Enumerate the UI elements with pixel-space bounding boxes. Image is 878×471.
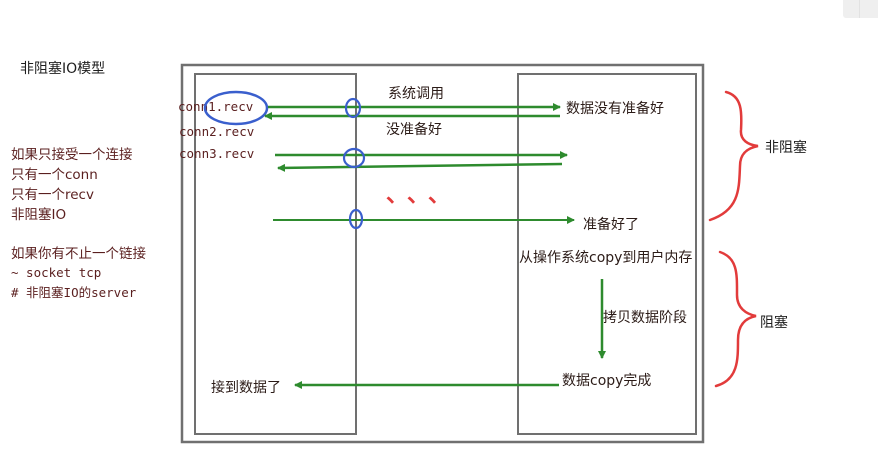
not-ready-right-label: 数据没有准备好 <box>566 100 664 117</box>
corner-widget <box>843 0 878 18</box>
not-ready-left-label: 没准备好 <box>386 121 442 138</box>
note-line-7: # 非阻塞IO的server <box>11 285 137 300</box>
syscall-marker-1 <box>344 97 362 119</box>
kernel-box <box>517 73 697 435</box>
non-blocking-label: 非阻塞 <box>765 139 807 156</box>
conn1-highlight <box>203 90 269 126</box>
note-line-4: 非阻塞IO <box>11 206 66 223</box>
outer-frame <box>180 63 705 444</box>
page-title: 非阻塞IO模型 <box>20 60 105 77</box>
not-ready-arrow-2 <box>277 162 563 172</box>
syscall-label: 系统调用 <box>388 86 444 102</box>
non-blocking-brace <box>708 90 759 222</box>
copy-done-label: 数据copy完成 <box>562 373 651 389</box>
note-line-2: 只有一个conn <box>11 167 98 183</box>
note-line-5: 如果你有不止一个链接 <box>11 245 146 262</box>
blocking-brace <box>714 250 757 388</box>
note-line-6: ~ socket tcp <box>11 265 101 280</box>
note-line-1: 如果只接受一个连接 <box>11 146 133 163</box>
syscall-marker-2 <box>342 147 366 169</box>
received-label: 接到数据了 <box>211 379 281 396</box>
syscall-marker-3 <box>348 208 364 230</box>
copy-from-os-label: 从操作系统copy到用户内存 <box>519 249 692 266</box>
conn1-label: conn1.recv <box>178 99 253 114</box>
conn2-label: conn2.recv <box>179 124 254 139</box>
ready-label: 准备好了 <box>583 216 639 233</box>
user-process-box <box>194 73 357 435</box>
copy-phase-label: 拷贝数据阶段 <box>603 310 687 326</box>
ellipsis-dots: 、、、 <box>386 183 460 208</box>
blocking-label: 阻塞 <box>760 314 788 331</box>
note-line-3: 只有一个recv <box>11 187 94 203</box>
conn3-label: conn3.recv <box>179 146 254 161</box>
